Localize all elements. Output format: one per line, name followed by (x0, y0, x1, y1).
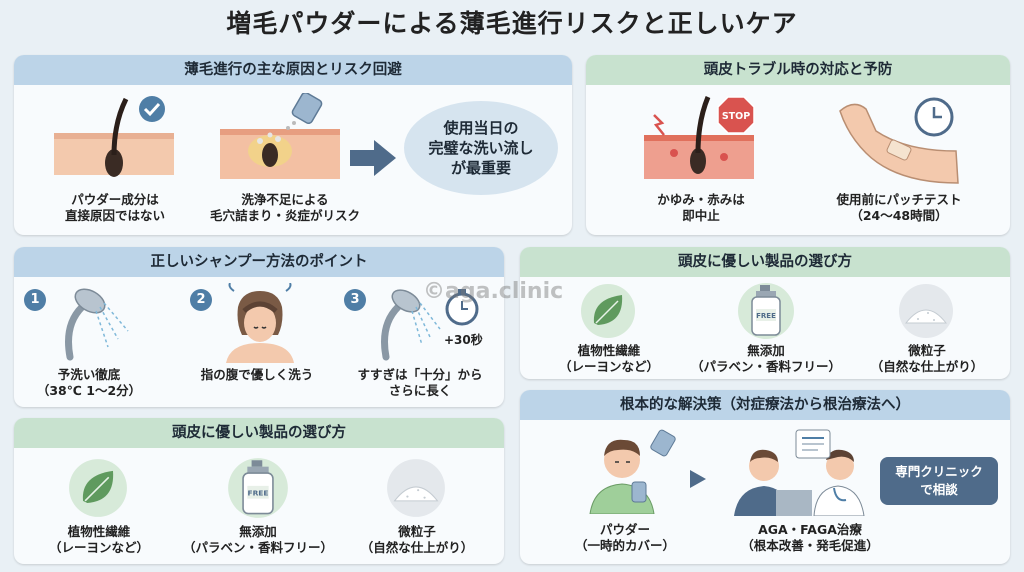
step-3-line-2: さらに長く (388, 383, 452, 398)
product-l-3-line-1: 微粒子 (398, 524, 436, 539)
arrow-right-icon (350, 140, 396, 176)
product-r-1-line-2: （レーヨンなど） (558, 359, 659, 374)
step-3-badge: 3 (344, 289, 366, 311)
cause-item-2-line-2: 毛穴詰まり・炎症がリスク (209, 208, 360, 223)
product-l-2-line-2: （パラベン・香料フリー） (182, 540, 333, 555)
timer-label: +30秒 (444, 333, 483, 347)
doctor-consultation-icon (734, 429, 865, 516)
cause-item-1-line-1: パウダー成分は (71, 192, 159, 207)
trouble-item-1-line-1: かゆみ・赤みは (657, 192, 745, 207)
stopwatch-icon (445, 289, 479, 326)
panel-trouble: 頭皮トラブル時の対応と予防 STOP かゆみ・赤みは 即中止 使用前にパッチテス… (586, 55, 1010, 235)
cause-item-2-line-1: 洗浄不足による (241, 192, 329, 207)
product-r-2-caption: 無添加 （パラベン・香料フリー） (686, 343, 846, 375)
trouble-item-1-line-2: 即中止 (682, 208, 720, 223)
product-l-1-line-2: （レーヨンなど） (48, 540, 149, 555)
free-label-left: FREE (247, 488, 268, 497)
step-1-line-1: 予洗い徹底 (57, 367, 121, 382)
product-r-3-caption: 微粒子 （自然な仕上がり） (860, 343, 994, 375)
step-1-badge: 1 (24, 289, 46, 311)
washing-head-icon (226, 283, 294, 363)
solution-item-1-caption: パウダー （一時的カバー） (560, 522, 690, 554)
cause-item-2-caption: 洗浄不足による 毛穴詰まり・炎症がリスク (200, 192, 370, 224)
product-l-3-line-2: （自然な仕上がり） (360, 540, 474, 555)
cause-item-1-line-2: 直接原因ではない (64, 208, 165, 223)
trouble-item-2-line-2: （24〜48時間） (850, 208, 948, 223)
clinic-box-line-2: で相談 (920, 482, 958, 497)
cause-item-1-caption: パウダー成分は 直接原因ではない (42, 192, 188, 224)
panel-products-right-header: 頭皮に優しい製品の選び方 (520, 247, 1010, 277)
product-l-1-line-1: 植物性繊維 (67, 524, 131, 539)
pump-bottle-icon: FREE (738, 283, 794, 339)
clinic-box-line-1: 専門クリニック (895, 464, 983, 479)
powder-pile-icon (899, 284, 953, 338)
panel-causes-header: 薄毛進行の主な原因とリスク回避 (14, 55, 572, 85)
product-l-2-caption: 無添加 （パラベン・香料フリー） (178, 524, 338, 556)
trouble-item-1-caption: かゆみ・赤みは 即中止 (626, 192, 776, 224)
clinic-consult-box: 専門クリニック で相談 (880, 457, 998, 505)
step-1-line-2: （38℃ 1〜2分） (36, 383, 142, 398)
patch-test-arm-icon (839, 97, 959, 184)
watermark: ©aga.clinic (423, 279, 564, 304)
product-r-2-line-2: （パラベン・香料フリー） (690, 359, 841, 374)
free-label-right: FREE (756, 312, 776, 320)
pump-bottle-icon: FREE (228, 458, 288, 518)
bubble-line-3: が最重要 (450, 159, 511, 177)
step-2-badge: 2 (190, 289, 212, 311)
product-r-3-line-1: 微粒子 (908, 343, 946, 358)
irritated-scalp-icon: STOP (644, 96, 755, 179)
powder-pile-icon (387, 459, 445, 517)
panel-trouble-header: 頭皮トラブル時の対応と予防 (586, 55, 1010, 85)
panel-solution-header: 根本的な解決策（対症療法から根治療法へ） (520, 390, 1010, 420)
clogged-pore-icon (220, 93, 340, 179)
shower-head-rinse-icon (381, 289, 441, 361)
solution-item-2-caption: AGA・FAGA治療 （根本改善・発毛促進） (720, 522, 900, 554)
panel-solution: 根本的な解決策（対症療法から根治療法へ） パウダー （一時的カバー） AGA・F… (520, 390, 1010, 564)
leaf-icon (581, 284, 635, 338)
solution-item-2-line-1: AGA・FAGA治療 (758, 522, 862, 537)
panel-products-left: 頭皮に優しい製品の選び方 植物性繊維 （レーヨンなど） FREE 無添加 （パラ… (14, 418, 504, 564)
product-r-2-line-1: 無添加 (747, 343, 785, 358)
panel-shampoo: 正しいシャンプー方法のポイント 1 予洗い徹底 （38℃ 1〜2分） 2 指の腹… (14, 247, 504, 407)
product-r-1-line-1: 植物性繊維 (577, 343, 641, 358)
product-l-1-caption: 植物性繊維 （レーヨンなど） (34, 524, 164, 556)
leaf-icon (69, 459, 127, 517)
product-r-3-line-2: （自然な仕上がり） (870, 359, 984, 374)
panel-products-left-header: 頭皮に優しい製品の選び方 (14, 418, 504, 448)
step-3-caption: すすぎは「十分」から さらに長く (340, 367, 500, 399)
bubble-line-1: 使用当日の (443, 119, 519, 137)
step-2-line-1: 指の腹で優しく洗う (200, 367, 314, 382)
solution-item-2-line-2: （根本改善・発毛促進） (741, 538, 879, 553)
shower-head-icon (65, 288, 129, 361)
stop-sign-text: STOP (722, 111, 750, 122)
solution-item-1-line-2: （一時的カバー） (574, 538, 675, 553)
bubble-line-2: 完璧な洗い流し (428, 139, 534, 157)
step-2-caption: 指の腹で優しく洗う (182, 367, 332, 383)
wash-off-bubble: 使用当日の 完璧な洗い流し が最重要 (404, 101, 558, 195)
person-with-powder-icon (589, 429, 676, 514)
product-l-2-line-1: 無添加 (239, 524, 277, 539)
solution-item-1-line-1: パウダー (599, 522, 650, 537)
hair-follicle-check-icon (54, 96, 174, 177)
panel-products-right: 頭皮に優しい製品の選び方 植物性繊維 （レーヨンなど） FREE 無添加 （パラ… (520, 247, 1010, 379)
step-3-line-1: すすぎは「十分」から (357, 367, 483, 382)
trouble-item-2-caption: 使用前にパッチテスト （24〜48時間） (814, 192, 984, 224)
trouble-item-2-line-1: 使用前にパッチテスト (836, 192, 962, 207)
product-l-3-caption: 微粒子 （自然な仕上がり） (350, 524, 484, 556)
product-r-1-caption: 植物性繊維 （レーヨンなど） (544, 343, 674, 375)
step-1-caption: 予洗い徹底 （38℃ 1〜2分） (24, 367, 154, 399)
page-title: 増毛パウダーによる薄毛進行リスクと正しいケア (226, 9, 798, 38)
arrow-right-small-icon (690, 470, 706, 488)
panel-shampoo-header: 正しいシャンプー方法のポイント (14, 247, 504, 277)
